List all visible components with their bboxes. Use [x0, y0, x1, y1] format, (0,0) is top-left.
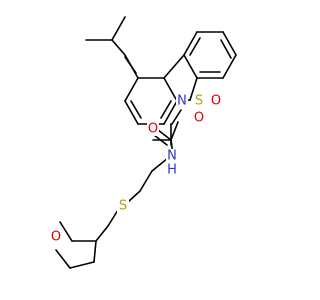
atom-label-n-amide: N: [167, 149, 177, 164]
bond: [69, 261, 95, 269]
atom-label-h-amide: H: [167, 163, 177, 178]
bond: [95, 225, 109, 242]
bond: [107, 209, 119, 227]
bond: [124, 56, 137, 74]
bond: [124, 77, 139, 102]
bond: [171, 109, 182, 125]
bond: [151, 157, 169, 172]
atom-label-s-ring: S: [195, 94, 203, 109]
atom-label-bg: [117, 199, 129, 213]
bond: [160, 100, 172, 119]
bond: [189, 37, 201, 56]
atom-label-bg: [193, 111, 205, 125]
bond: [124, 100, 139, 125]
bond: [55, 249, 71, 269]
bond: [93, 240, 97, 263]
atom-label-o-sulfone-1: O: [211, 94, 221, 109]
bond: [59, 221, 73, 242]
bond: [163, 54, 185, 79]
bond: [111, 16, 126, 41]
atom-label-bg: [147, 122, 159, 136]
bond: [222, 31, 237, 56]
structure-diagram: N S O O O N H S O: [50, 16, 237, 269]
bond: [127, 190, 141, 203]
atom-label-bg: [176, 94, 188, 108]
atom-label-o-carbonyl: O: [148, 122, 158, 137]
bond: [157, 129, 172, 141]
bond: [153, 134, 168, 146]
atom-label-s-thioether: S: [119, 199, 127, 214]
bond: [139, 170, 153, 192]
bond: [220, 39, 232, 59]
bond: [170, 121, 179, 141]
atom-label-o-furan: O: [51, 230, 61, 245]
atom-label-bg: [210, 94, 222, 108]
bond: [189, 77, 198, 101]
atom-label-bg: [50, 230, 62, 244]
bond: [183, 54, 198, 79]
bond: [111, 39, 126, 56]
bond-layer: [55, 16, 237, 269]
atom-label-n-ring: N: [177, 94, 187, 109]
atom-layer: N S O O O N H S O: [50, 94, 222, 245]
atom-label-bg: [193, 94, 205, 108]
bond: [183, 31, 198, 56]
bond: [163, 77, 178, 102]
molecule-canvas: N S O O O N H S O: [50, 16, 237, 269]
atom-label-o-sulfone-2: O: [194, 111, 204, 126]
atom-label-bg: [166, 149, 178, 163]
bond: [222, 54, 237, 79]
bond: [130, 100, 142, 119]
bond: [163, 100, 178, 125]
